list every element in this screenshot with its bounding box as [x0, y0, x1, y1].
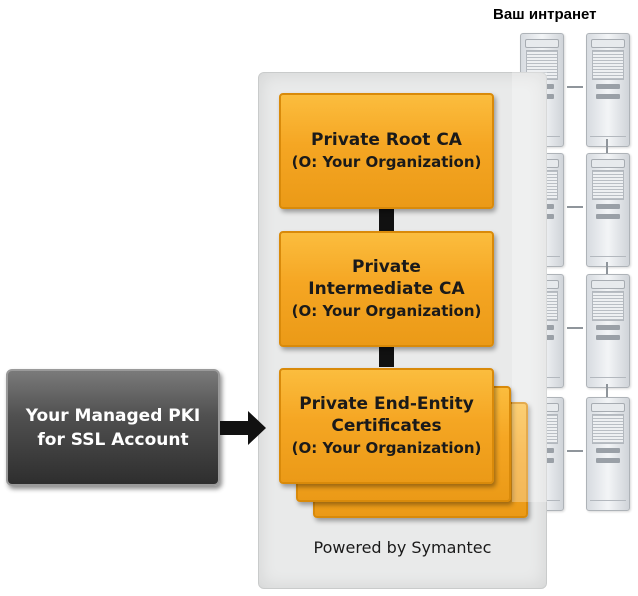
link-arrow-icon	[606, 262, 608, 278]
link-arrow-icon	[567, 86, 583, 88]
link-arrow-icon	[606, 384, 608, 400]
server-icon	[586, 153, 630, 267]
root-ca-box: Private Root CA (O: Your Organization)	[279, 93, 494, 209]
end-entity-title-1: Private End-Entity	[299, 394, 474, 414]
intermediate-ca-title-2: Intermediate CA	[308, 279, 465, 299]
link-arrow-icon	[606, 139, 608, 155]
server-icon	[586, 33, 630, 147]
end-entity-org: (O: Your Organization)	[291, 439, 482, 457]
connector-intermediate-end	[379, 343, 394, 367]
intranet-title: Ваш интранет	[493, 6, 597, 23]
panel-edge-overlay	[512, 72, 547, 502]
account-line-1: Your Managed PKI	[25, 405, 201, 426]
server-icon	[586, 274, 630, 388]
connector-root-intermediate	[379, 207, 394, 231]
intermediate-ca-box: Private Intermediate CA (O: Your Organiz…	[279, 231, 494, 347]
link-arrow-icon	[567, 327, 583, 329]
root-ca-org: (O: Your Organization)	[291, 153, 482, 171]
root-ca-title: Private Root CA	[311, 130, 462, 150]
link-arrow-icon	[567, 450, 583, 452]
server-icon	[586, 397, 630, 511]
intermediate-ca-org: (O: Your Organization)	[291, 302, 482, 320]
account-line-2: for SSL Account	[37, 429, 189, 450]
intermediate-ca-title-1: Private	[352, 257, 421, 277]
powered-by-label: Powered by Symantec	[313, 538, 492, 557]
end-entity-title-2: Certificates	[331, 416, 442, 436]
managed-pki-account-box: Your Managed PKI for SSL Account	[6, 369, 220, 486]
end-entity-box: Private End-Entity Certificates (O: Your…	[279, 368, 494, 484]
link-arrow-icon	[567, 206, 583, 208]
arrow-right-icon	[220, 411, 266, 445]
